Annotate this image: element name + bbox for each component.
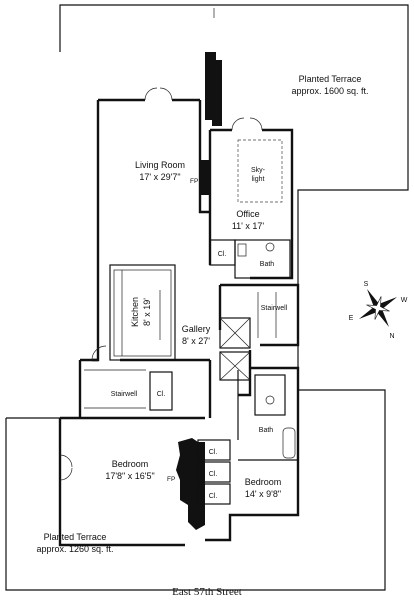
- label-kitchen: Kitchen 8' x 19': [130, 297, 152, 327]
- svg-text:Office: Office: [236, 209, 259, 219]
- svg-text:Sky-: Sky-: [251, 167, 266, 174]
- terrace-outline-south: [5, 417, 300, 591]
- terrace-outline-north: [59, 4, 409, 591]
- svg-text:approx. 1260 sq. ft.: approx. 1260 sq. ft.: [36, 544, 113, 554]
- label-stairwell-west: Stairwell: [111, 391, 138, 398]
- compass-s: S: [364, 281, 369, 288]
- svg-text:8' x 19': 8' x 19': [142, 298, 152, 326]
- fireplace-label-bedroom: FP: [167, 476, 175, 483]
- label-stairwell-east: Stairwell: [261, 305, 288, 312]
- label-bath-upper: Bath: [260, 261, 275, 268]
- svg-text:light: light: [252, 176, 265, 183]
- svg-text:Gallery: Gallery: [182, 324, 211, 334]
- label-bath-lower: Bath: [259, 427, 274, 434]
- exterior-walls: [58, 98, 300, 547]
- svg-text:Planted Terrace: Planted Terrace: [299, 74, 362, 84]
- svg-text:Planted Terrace: Planted Terrace: [44, 532, 107, 542]
- svg-text:17'8" x 16'5": 17'8" x 16'5": [105, 471, 154, 481]
- compass-e: E: [349, 315, 354, 322]
- label-skylight: Sky- light: [251, 167, 266, 183]
- compass-rose: S W E N: [349, 281, 408, 340]
- closet-label-c: Cl.: [209, 493, 218, 500]
- label-living-room: Living Room 17' x 29'7": [135, 160, 185, 182]
- label-bedroom: Bedroom 14' x 9'8": [245, 477, 282, 499]
- plan-caption: East 57th Street: [172, 586, 242, 598]
- svg-text:17' x 29'7": 17' x 29'7": [139, 172, 180, 182]
- svg-text:14' x 9'8": 14' x 9'8": [245, 489, 281, 499]
- svg-text:Kitchen: Kitchen: [130, 297, 140, 327]
- svg-text:Bedroom: Bedroom: [245, 477, 282, 487]
- compass-w: W: [401, 297, 408, 304]
- svg-text:Living Room: Living Room: [135, 160, 185, 170]
- chimney: [176, 52, 222, 530]
- svg-text:11' x 17': 11' x 17': [232, 221, 265, 231]
- svg-text:approx. 1600 sq. ft.: approx. 1600 sq. ft.: [291, 86, 368, 96]
- label-office: Office 11' x 17': [232, 209, 265, 231]
- closet-label-a: Cl.: [209, 449, 218, 456]
- label-planted-terrace-south: Planted Terrace approx. 1260 sq. ft.: [36, 532, 113, 554]
- closet-label-west: Cl.: [157, 391, 166, 398]
- interior-walls: [59, 87, 298, 505]
- label-master-bedroom: Bedroom 17'8" x 16'5": [105, 459, 154, 481]
- svg-text:Bedroom: Bedroom: [112, 459, 149, 469]
- closet-label-upper: Cl.: [218, 251, 227, 258]
- svg-text:8' x 27': 8' x 27': [182, 336, 210, 346]
- label-planted-terrace-north: Planted Terrace approx. 1600 sq. ft.: [291, 74, 368, 96]
- closet-label-b: Cl.: [209, 471, 218, 478]
- fireplace-label-living: FP: [190, 178, 198, 185]
- label-gallery: Gallery 8' x 27': [182, 324, 211, 346]
- compass-n: N: [389, 333, 394, 340]
